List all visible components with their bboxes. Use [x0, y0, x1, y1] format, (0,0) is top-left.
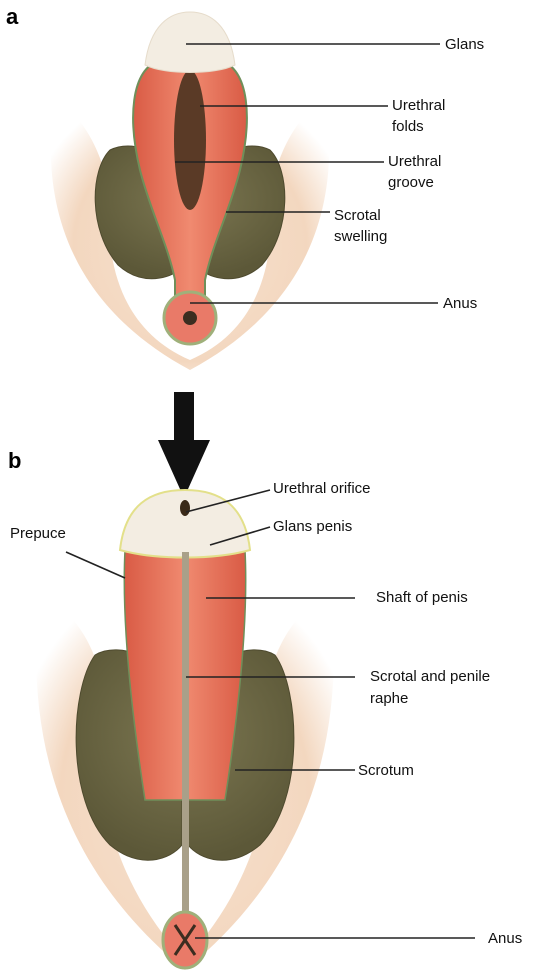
- glans-a: [145, 12, 235, 73]
- raphe-b: [182, 552, 189, 937]
- panel-a-illustration: [51, 12, 440, 370]
- urethral-orifice-b: [180, 500, 190, 516]
- label-scrotum: Scrotum: [358, 761, 414, 780]
- panel-letter-b: b: [8, 448, 21, 474]
- label-raphe-line1: Scrotal and penile: [370, 667, 490, 686]
- panel-letter-a: a: [6, 4, 18, 30]
- anal-opening-a: [183, 311, 197, 325]
- label-raphe-line2: raphe: [370, 689, 408, 708]
- label-glans: Glans: [445, 35, 484, 54]
- panel-b-illustration: [36, 490, 475, 970]
- urethral-groove-a: [174, 70, 206, 210]
- label-anus-b: Anus: [488, 929, 522, 948]
- label-urethral-orifice: Urethral orifice: [273, 479, 371, 498]
- label-urethral-groove-line2: groove: [388, 173, 434, 192]
- label-urethral-folds-line2: folds: [392, 117, 424, 136]
- label-urethral-folds-line1: Urethral: [392, 96, 445, 115]
- label-shaft-of-penis: Shaft of penis: [376, 588, 468, 607]
- development-arrow: [158, 392, 210, 498]
- label-scrotal-swelling-line1: Scrotal: [334, 206, 381, 225]
- label-urethral-groove-line1: Urethral: [388, 152, 441, 171]
- label-scrotal-swelling-line2: swelling: [334, 227, 387, 246]
- label-prepuce: Prepuce: [10, 524, 66, 543]
- label-anus-a: Anus: [443, 294, 477, 313]
- label-glans-penis: Glans penis: [273, 517, 352, 536]
